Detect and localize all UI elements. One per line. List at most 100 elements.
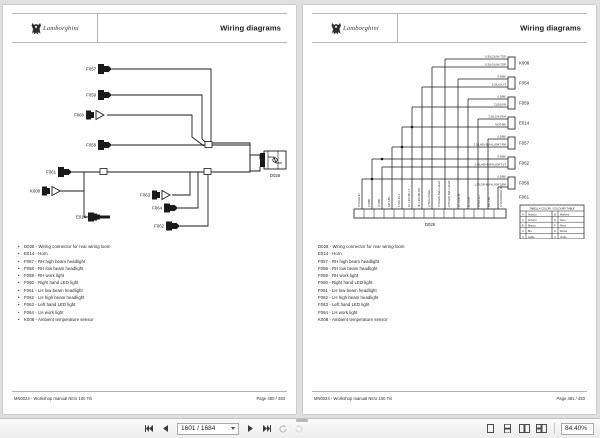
svg-text:Nero: Nero [560,219,566,222]
legend-item: •F057 - RH high beam headlight [18,258,86,264]
svg-text:Rosa: Rosa [560,225,566,228]
legend-item: •E014 - Horn [316,250,587,257]
legend-item: •F061 - LH low beam headlight [316,287,587,294]
continuous-view-button[interactable] [501,422,514,436]
brand-wordmark: Lamborghini [43,24,79,32]
wiring-diagram-right: K008 F054 F059 E014 F057 F062 F058 F061 … [312,47,587,239]
legend-item: •F059 - RH work light [316,272,587,279]
svg-text:0.5/LG/LIN: 0.5/LG/LIN [357,193,361,207]
svg-text:0.5/BK: 0.5/BK [497,75,506,79]
legend-text: F058 - RH low beam headlight [24,265,84,271]
svg-text:C: C [522,219,524,222]
svg-text:0.5/LI-LH: 0.5/LI-LH [477,195,481,207]
svg-text:A: A [522,213,524,216]
legend-item: •F062 - LH high beam headlight [316,294,587,301]
svg-text:1.5/LOR-BI/H-LIGHT-RH: 1.5/LOR-BI/H-LIGHT-RH [474,183,506,187]
svg-text:B: B [522,225,524,228]
connector-code: F061 [519,195,530,200]
legend-text: F060 - Right hand LED light [24,280,79,286]
connector-code: E014 [519,121,530,126]
svg-text:U: U [522,230,524,233]
svg-text:Bianco: Bianco [528,225,536,228]
footer-manual-reference: MN0024 - Workshop manual Nitro 100 Trii [14,395,93,401]
svg-text:E014: E014 [76,215,87,220]
svg-text:V: V [554,236,556,239]
next-page-button[interactable] [244,422,257,436]
cover-page-view-button[interactable] [535,422,548,436]
pdf-viewer-canvas[interactable]: Lamborghini Wiring diagrams [0,0,600,418]
legend-item: •F062 - LH high beam headlight [18,295,85,301]
legend-item: •F064 - LH work light [18,309,64,315]
legend-text: D028 - Wiring connector for rear wiring … [318,244,405,249]
zoom-level-input[interactable]: 84.40% [560,422,594,435]
legend-text: F062 - LH high beam headlight [318,295,379,301]
svg-text:CL5/LI/IN: CL5/LI/IN [494,103,506,107]
rotate-left-button[interactable] [276,422,289,436]
legend-item: •F060 - Right hand LED light [316,279,587,286]
svg-text:1.5/LI-BI-J: 1.5/LI-BI-J [397,193,401,207]
legend-text: F061 - LH low beam headlight [24,287,83,293]
svg-text:F061: F061 [46,170,56,175]
legend-item: •F057 - RH high beam headlight [316,258,587,265]
single-page-view-button[interactable] [484,422,497,436]
legend-text: E014 - Horn [318,251,342,257]
legend-item: •E014 - Horn [18,251,48,257]
first-page-button[interactable] [143,422,156,436]
legend-text: D028 - Wiring connector for rear wiring … [24,244,111,249]
footer-page-number: Page 481 / 483 [556,395,585,401]
previous-page-button[interactable] [159,422,172,436]
svg-text:F060: F060 [74,113,84,118]
svg-text:0F-LED-BK-RH: 0F-LED-BK-RH [417,188,421,207]
svg-text:F059: F059 [86,93,96,98]
svg-text:F062: F062 [154,224,164,229]
legend-item: •F061 - LH low beam headlight [18,287,83,293]
document-page-right[interactable]: Lamborghini Wiring diagrams [303,5,596,414]
last-page-button[interactable] [260,422,273,436]
rotate-right-button[interactable] [292,422,305,436]
brand-logo-cell: Lamborghini [312,14,398,42]
connector-code: F054 [519,81,530,86]
svg-text:2.5/LHDI-BI/H-LIGHT-RH: 2.5/LHDI-BI/H-LIGHT-RH [474,143,506,147]
footer-manual-reference: MN0024 - Workshop manual Nitro 100 Trii [314,395,393,401]
svg-text:Marrone: Marrone [560,213,570,216]
connector-code: F058 [519,181,530,186]
page-number-value: 1601 / 1684 [181,424,216,432]
legend-text: F057 - RH high beam headlight [318,258,380,264]
page-number-input[interactable]: 1601 / 1684 [177,422,239,435]
document-page-left[interactable]: Lamborghini Wiring diagrams [3,5,296,414]
svg-text:0.5/LHDI-BI/H-LIGHT: 0.5/LHDI-BI/H-LIGHT [437,180,441,207]
legend-item: •K008 - Ambient temperature sensor [316,316,587,323]
legend-text: F057 - RH high beam headlight [24,258,86,264]
legend-item: •F060 - Right hand LED light [18,280,79,286]
legend-text: F064 - LH work light [318,309,358,315]
svg-text:0.5/LG/LIN-TOP: 0.5/LG/LIN-TOP [485,63,506,67]
page-header: Lamborghini Wiring diagrams [12,13,287,43]
chevron-down-icon[interactable] [231,427,235,430]
legend-item: •F058 - RH low beam headlight [316,265,587,272]
legend-text: F061 - LH low beam headlight [318,287,377,293]
svg-text:1F-LED-BK-LT: 1F-LED-BK-LT [407,188,411,207]
svg-text:N: N [554,219,556,222]
svg-text:NOT-BK: NOT-BK [487,196,491,207]
footer-page-number: Page 480 / 483 [256,395,285,401]
connector-code: F062 [519,161,530,166]
legend-item: •F059 - RH work light [18,273,65,279]
svg-text:0F-LOR: 0F-LOR [467,197,471,207]
legend-text: F064 - LH work light [24,309,64,315]
svg-text:F057: F057 [86,67,96,72]
legend-text: F059 - RH work light [24,273,65,279]
svg-text:M: M [554,213,556,216]
svg-text:2.5/LG/KOEH: 2.5/LG/KOEH [488,115,506,119]
brand-wordmark: Lamborghini [343,24,379,32]
scrollbar-thumb[interactable] [296,419,308,422]
brand-logo-cell: Lamborghini [12,14,98,42]
svg-text:0.5/BK: 0.5/BK [377,198,381,207]
diagram-connector-label: D028 [425,222,436,227]
facing-pages-view-button[interactable] [518,422,531,436]
viewer-toolbar[interactable]: 1601 / 1684 84.40% [0,418,600,438]
page-footer: MN0024 - Workshop manual Nitro 100 Trii … [312,391,587,404]
svg-text:0.5/LG/LIN-TOP: 0.5/LG/LIN-TOP [485,55,506,59]
legend-item: •F063 - Left hand LED light [18,302,76,308]
svg-text:2.5/LG/LI-J: 2.5/LG/LI-J [492,83,507,87]
